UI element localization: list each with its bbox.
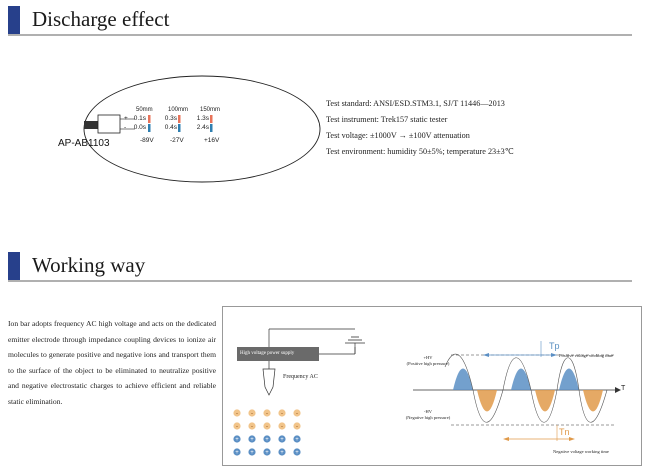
negative-ion: [248, 409, 256, 417]
device-outline-svg: [83, 75, 321, 183]
column-header: 50mm: [136, 107, 153, 113]
balance-voltage: -27V: [170, 137, 184, 144]
decay-time-cell: 0.0s: [133, 124, 146, 131]
decay-time-cell: 1.3s: [196, 115, 209, 122]
column-header: 100mm: [168, 107, 189, 113]
negative-ion: [263, 422, 271, 430]
ion-sign: -: [266, 424, 268, 430]
frequency-ac-label: Frequency AC: [283, 374, 318, 380]
positive-ion: [278, 435, 286, 443]
ion-sign: -: [251, 411, 253, 417]
positive-ion: [233, 448, 241, 456]
spec-line: Test environment: humidity 50±5%; temper…: [326, 147, 514, 156]
positive-hv-label: +HV (Positive high pressure): [393, 355, 463, 367]
positive-ion: [293, 435, 301, 443]
negative-ion: [293, 422, 301, 430]
device-model-label: AP-AB1103: [58, 138, 110, 149]
working-diagram-svg: - - - - - - - - - - + + + + + + + + + +: [233, 328, 621, 456]
ion-sign: +: [265, 437, 269, 443]
ion-sign: -: [296, 411, 298, 417]
ion-sign: -: [236, 411, 238, 417]
working-principle-diagram: - - - - - - - - - - + + + + + + + + + + High voltage power …: [222, 306, 642, 466]
negative-ion: [278, 409, 286, 417]
hv-power-supply-label: High voltage power supply: [237, 347, 319, 361]
section-header-working: Working way: [8, 252, 632, 282]
tp-label: Tp: [549, 341, 560, 351]
ion-sign: -: [281, 411, 283, 417]
positive-ion: [248, 435, 256, 443]
negative-sign: -: [124, 124, 127, 131]
ion-sign: +: [295, 450, 299, 456]
header-accent-bar: [8, 252, 20, 280]
decay-time-cell: 0.4s: [164, 124, 177, 131]
ion-bar-device-diagram: AP-AB1103 50mm 100mm 150mm + - 0.1s 0.3s…: [40, 75, 330, 190]
ion-sign: +: [250, 450, 254, 456]
balance-voltage: -89V: [140, 137, 154, 144]
column-header: 150mm: [200, 107, 221, 113]
ion-sign: +: [280, 450, 284, 456]
negative-ion: [278, 422, 286, 430]
positive-ion: [263, 448, 271, 456]
negative-ion: [233, 409, 241, 417]
positive-time-label: Positive voltage working time: [559, 353, 614, 358]
balance-voltage: +16V: [204, 137, 220, 144]
ion-sign: -: [281, 424, 283, 430]
decay-time-cell: 0.1s: [133, 115, 146, 122]
pos-hv-note: (Positive high pressure): [406, 361, 450, 366]
header-accent-bar: [8, 6, 20, 34]
header-rule: [8, 34, 632, 36]
ion-sign: +: [250, 437, 254, 443]
negative-hv-label: -HV (Negative high pressure): [393, 409, 463, 421]
test-spec-list: Test standard: ANSI/ESD.STM3.1, SJ/T 114…: [326, 96, 514, 160]
ion-sign: -: [236, 424, 238, 430]
ion-sign: -: [251, 424, 253, 430]
positive-ion: [278, 448, 286, 456]
neg-hv-text: -HV: [424, 409, 432, 414]
working-description: Ion bar adopts frequency AC high voltage…: [8, 319, 216, 406]
ion-sign: +: [280, 437, 284, 443]
positive-ion: [263, 435, 271, 443]
decay-time-cell: 2.4s: [196, 124, 209, 131]
negative-ion: [248, 422, 256, 430]
negative-time-label: Negative voltage working time: [553, 449, 609, 454]
neg-hv-note: (Negative high pressure): [405, 415, 451, 420]
section-title: Working way: [32, 253, 146, 277]
tn-label: Tn: [559, 427, 570, 437]
negative-ion: [263, 409, 271, 417]
t-axis-label: T: [621, 385, 626, 392]
spec-line: Test voltage: ±1000V → ±100V attenuation: [326, 131, 470, 140]
section-title: Discharge effect: [32, 7, 170, 31]
ion-sign: -: [266, 411, 268, 417]
ion-sign: +: [235, 450, 239, 456]
ion-sign: +: [235, 437, 239, 443]
positive-ion: [233, 435, 241, 443]
section-header-discharge: Discharge effect: [8, 6, 632, 36]
positive-sign: +: [124, 115, 128, 122]
ion-sign: +: [295, 437, 299, 443]
ion-sign: -: [296, 424, 298, 430]
ion-sign: +: [265, 450, 269, 456]
decay-time-cell: 0.3s: [164, 115, 177, 122]
positive-ion: [248, 448, 256, 456]
pos-hv-text: +HV: [423, 355, 433, 360]
spec-line: Test standard: ANSI/ESD.STM3.1, SJ/T 114…: [326, 99, 505, 108]
spec-line: Test instrument: Trek157 static tester: [326, 115, 448, 124]
negative-ion: [233, 422, 241, 430]
negative-ion: [293, 409, 301, 417]
positive-ion: [293, 448, 301, 456]
header-rule: [8, 280, 632, 282]
